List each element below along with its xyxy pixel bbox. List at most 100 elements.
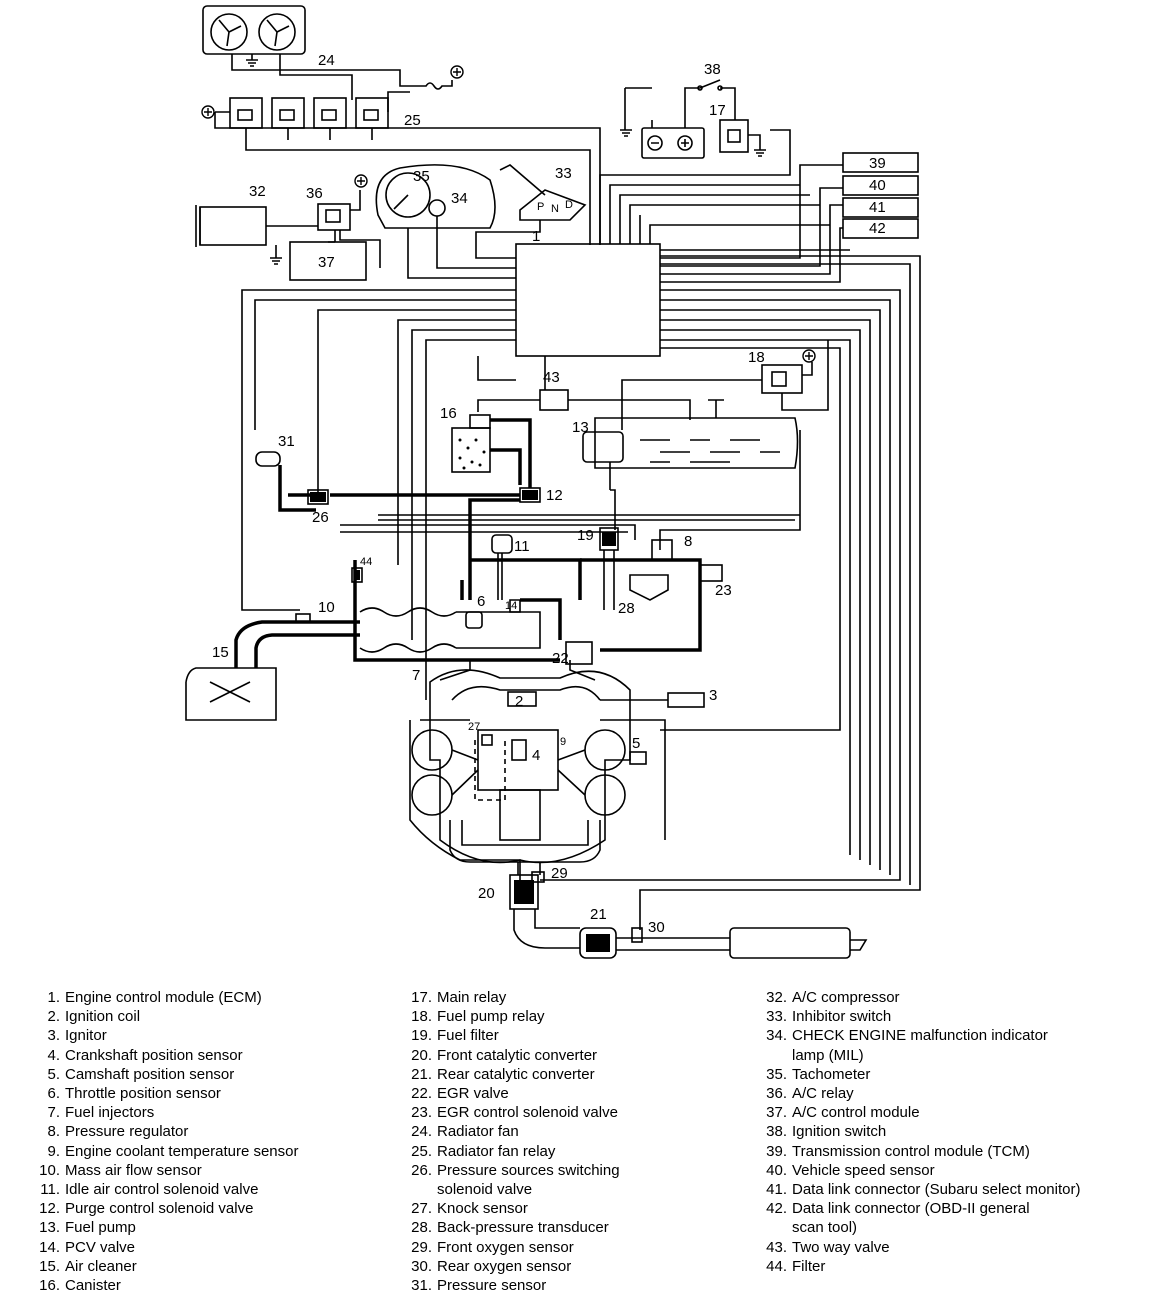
legend-item-label: Pressure regulator: [65, 1123, 189, 1141]
legend-item-label: PCV valve: [65, 1238, 136, 1256]
legend-item-label: Data link connector (OBD-II general scan…: [792, 1200, 1030, 1237]
legend-item: 30.Rear oxygen sensor: [397, 1257, 727, 1276]
legend-item: 13.Fuel pump: [25, 1218, 385, 1237]
ignition-switch: [699, 79, 736, 120]
legend-item: 17.Main relay: [397, 988, 727, 1007]
legend-item: 40.Vehicle speed sensor: [752, 1161, 1142, 1180]
legend-item-label: Pressure sensor: [437, 1277, 547, 1295]
legend-item: 41.Data link connector (Subaru select mo…: [752, 1180, 1142, 1199]
inhibitor-switch: [475, 164, 587, 259]
legend-item-number: 41.: [766, 1181, 787, 1199]
camshaft-position-sensor: [629, 751, 647, 765]
legend-item: 4.Crankshaft position sensor: [25, 1046, 385, 1065]
legend-item-label: Rear oxygen sensor: [437, 1257, 572, 1275]
legend-item-label: Purge control solenoid valve: [65, 1200, 254, 1218]
callout-39: 39: [869, 155, 886, 172]
callout-6: 6: [477, 593, 485, 610]
legend-item: 9.Engine coolant temperature sensor: [25, 1142, 385, 1161]
legend-item-number: 21.: [411, 1065, 432, 1083]
legend-item-number: 14.: [39, 1238, 60, 1256]
legend-item: 3.Ignitor: [25, 1026, 385, 1045]
ground-icon: [246, 59, 766, 265]
main-relay: [719, 119, 749, 153]
fuel-pump: [582, 431, 624, 463]
legend-item-number: 17.: [411, 989, 432, 1006]
legend-item-number: 23.: [411, 1104, 432, 1122]
battery: [624, 87, 705, 159]
legend-item-label: Ignitor: [65, 1027, 107, 1045]
legend-item-number: 34.: [766, 1027, 787, 1045]
data-link-connector-ssm: [842, 197, 919, 218]
callout-22: 22: [552, 650, 569, 667]
mass-air-flow-sensor: [295, 613, 311, 623]
pressure-regulator: [651, 539, 673, 561]
legend-item: 24.Radiator fan: [397, 1122, 727, 1141]
callout-9: 9: [560, 736, 566, 748]
legend-item: 21.Rear catalytic converter: [397, 1065, 727, 1084]
callout-25: 25: [404, 112, 421, 129]
legend-item-label: Pressure sources switching solenoid valv…: [437, 1161, 620, 1199]
fuel-filter: [599, 527, 619, 551]
callout-labels: 1 2 3 4 5 6 7 8 9 10 11 12 13 14 15 16 1…: [212, 52, 886, 936]
callout-26: 26: [312, 509, 329, 526]
pressure-sensor: [255, 451, 281, 467]
legend-item: 1.Engine control module (ECM): [25, 988, 385, 1007]
legend-item: 12.Purge control solenoid valve: [25, 1199, 385, 1218]
callout-35: 35: [413, 168, 430, 185]
callout-2: 2: [515, 693, 523, 710]
legend-item-number: 31.: [411, 1277, 432, 1295]
legend-item-number: 24.: [411, 1123, 432, 1141]
legend-item: 6.Throttle position sensor: [25, 1084, 385, 1103]
rear-oxygen-sensor: [631, 927, 643, 943]
callout-30: 30: [648, 919, 665, 936]
legend-item-number: 8.: [47, 1123, 60, 1141]
legend-item-label: Mass air flow sensor: [65, 1161, 202, 1179]
legend-item: 16.Canister: [25, 1276, 385, 1295]
legend-item-number: 29.: [411, 1238, 432, 1256]
callout-31: 31: [278, 433, 295, 450]
legend-item: 32.A/C compressor: [752, 988, 1142, 1007]
engine-control-system-diagram: 1 2 3 4 5 6 7 8 9 10 11 12 13 14 15 16 1…: [185, 5, 921, 959]
legend-item: 36.A/C relay: [752, 1084, 1142, 1103]
callout-33: 33: [555, 165, 572, 182]
legend-item: 34.CHECK ENGINE malfunction indicator la…: [752, 1026, 1142, 1064]
legend-item: 2.Ignition coil: [25, 1007, 385, 1026]
legend-item: 19.Fuel filter: [397, 1026, 727, 1045]
callout-7: 7: [412, 667, 420, 684]
legend-item-number: 4.: [47, 1046, 60, 1064]
callout-27: 27: [468, 721, 480, 733]
legend-item: 35.Tachometer: [752, 1065, 1142, 1084]
callout-13: 13: [572, 419, 589, 436]
legend-item-label: A/C control module: [792, 1104, 920, 1122]
legend-item-number: 28.: [411, 1219, 432, 1237]
legend-item: 5.Camshaft position sensor: [25, 1065, 385, 1084]
selector-n: N: [551, 203, 559, 215]
legend-item: 37.A/C control module: [752, 1103, 1142, 1122]
legend-item-label: Fuel pump relay: [437, 1008, 545, 1026]
legend-item: 11.Idle air control solenoid valve: [25, 1180, 385, 1199]
callout-19: 19: [577, 527, 594, 544]
callout-21: 21: [590, 906, 607, 923]
legend-item-number: 19.: [411, 1027, 432, 1045]
legend-item: 15.Air cleaner: [25, 1257, 385, 1276]
callout-11: 11: [514, 538, 530, 555]
legend-item: 31. Pressure sensor: [397, 1276, 727, 1295]
legend-item-number: 33.: [766, 1008, 787, 1026]
legend-item: 26.Pressure sources switching solenoid v…: [397, 1161, 727, 1199]
selector-d: D: [565, 199, 573, 211]
callout-28: 28: [618, 600, 635, 617]
legend-item-label: Ignition switch: [792, 1123, 887, 1141]
two-way-valve: [539, 389, 569, 411]
intake-duct: [359, 607, 541, 653]
legend-item-label: EGR control solenoid valve: [437, 1104, 618, 1122]
egr-valve: [565, 641, 593, 665]
legend-item-number: 16.: [39, 1277, 60, 1295]
legend-item: 7.Fuel injectors: [25, 1103, 385, 1122]
legend-item: 20.Front catalytic converter: [397, 1046, 727, 1065]
callout-34: 34: [451, 190, 468, 207]
legend-item: 42.Data link connector (OBD-II general s…: [752, 1199, 1142, 1237]
legend-item-label: Camshaft position sensor: [65, 1065, 235, 1083]
legend-item: 27.Knock sensor: [397, 1199, 727, 1218]
ac-compressor: [195, 205, 318, 258]
